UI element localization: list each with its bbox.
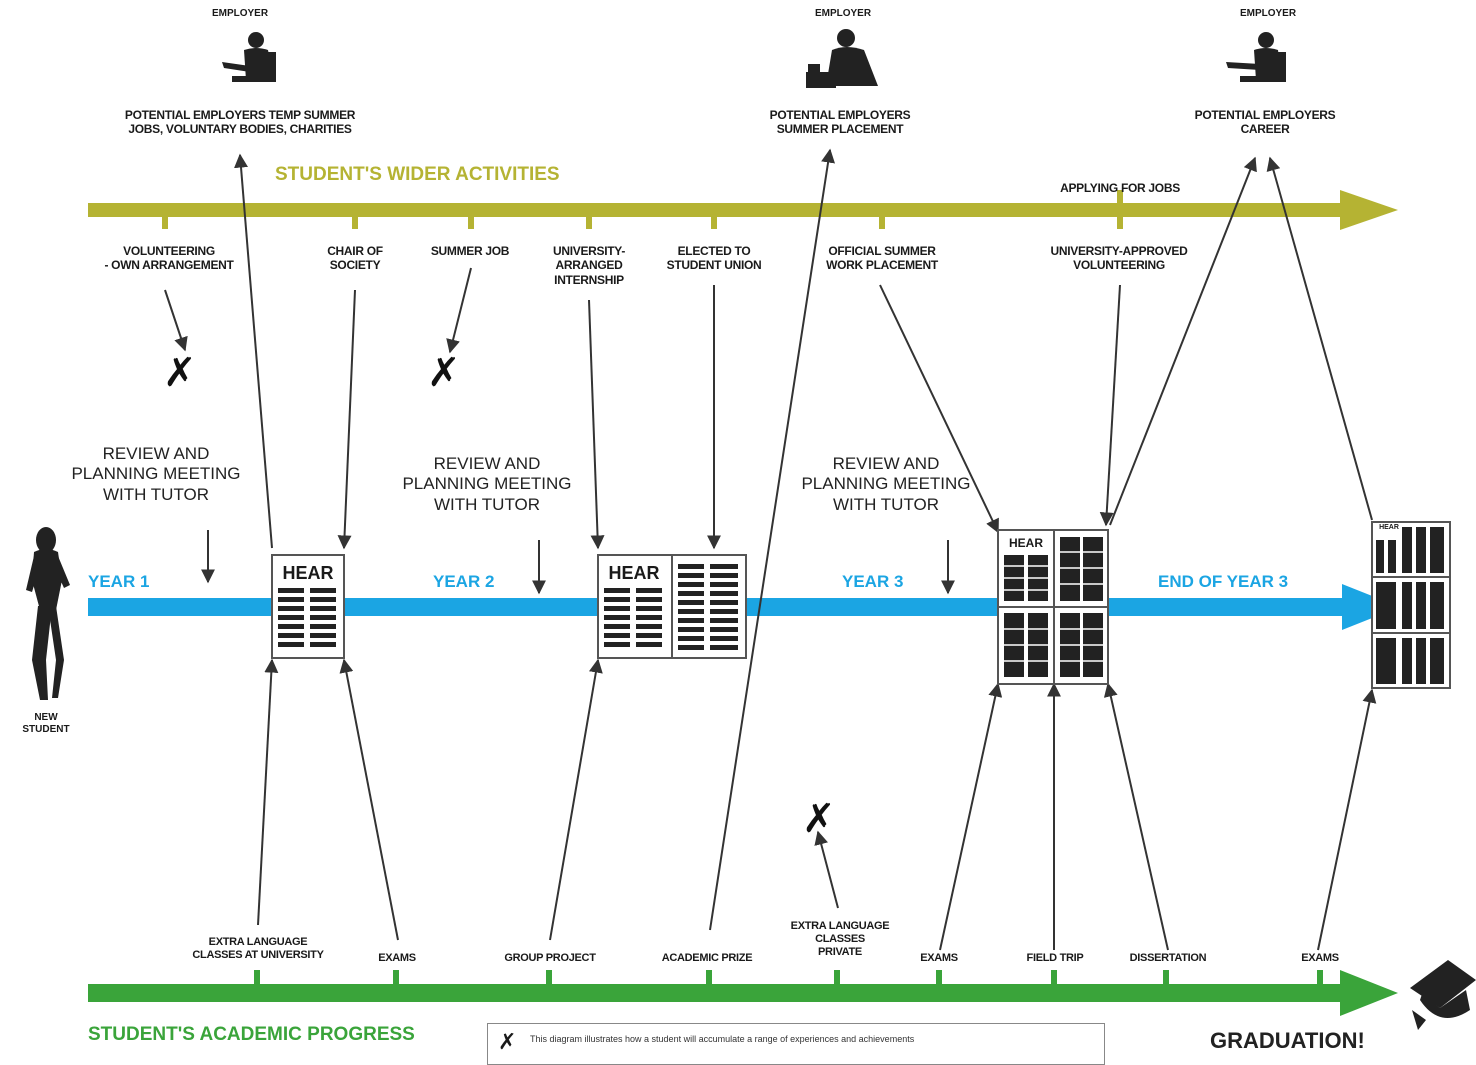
wider-item-student-union: ELECTED TO STUDENT UNION: [666, 244, 762, 273]
employer-label-2: EMPLOYER: [814, 8, 872, 19]
academic-item-exams-1: EXAMS: [378, 952, 416, 964]
hear-label-3: HEAR: [1008, 536, 1043, 550]
wider-item-chair-of-society: CHAIR OF SOCIETY: [327, 244, 383, 273]
applying-for-jobs-label: APPLYING FOR JOBS: [1060, 181, 1180, 195]
wider-item-volunteering: VOLUNTEERING - own arrangement: [104, 244, 234, 273]
graduation-cap-icon: [1410, 960, 1476, 1030]
hear-label-2: HEAR: [608, 563, 660, 583]
employer-label-3: EMPLOYER: [1239, 8, 1297, 19]
graduation-label: GRADUATION!: [1210, 1028, 1365, 1053]
academic-item-language-private: EXTRA LANGUAGE CLASSES PRIVATE: [790, 920, 890, 959]
wider-activities-track: [88, 190, 1398, 230]
employer-caption-1: POTENTIAL EMPLOYERS TEMP SUMMER JOBS, VO…: [124, 108, 356, 137]
academic-item-exams-2: EXAMS: [920, 952, 958, 964]
new-student-label: NEW STUDENT: [22, 712, 70, 735]
employer-label-1: EMPLOYER: [211, 8, 269, 19]
cross-mark-summer-job: ✗: [427, 350, 461, 396]
academic-item-language-university: EXTRA LANGUAGE CLASSES AT UNIVERSITY: [192, 936, 324, 962]
hear-record-final: [1371, 521, 1451, 689]
employer-caption-2: POTENTIAL EMPLOYERS SUMMER PLACEMENT: [769, 108, 911, 137]
wider-item-approved-volunteering: UNIVERSITY-APPROVED VOLUNTEERING: [1050, 244, 1188, 273]
end-of-year-3-label: END OF YEAR 3: [1158, 572, 1289, 591]
wider-item-internship: UNIVERSITY- ARRANGED INTERNSHIP: [552, 244, 626, 287]
employer-caption-3: POTENTIAL EMPLOYERS CAREER: [1194, 108, 1336, 137]
academic-item-group-project: GROUP PROJECT: [504, 952, 596, 964]
cross-mark-volunteering: ✗: [163, 350, 197, 396]
academic-progress-title: STUDENT'S ACADEMIC PROGRESS: [88, 1024, 415, 1045]
hear-label-1: HEAR: [282, 563, 334, 583]
year-2-label: YEAR 2: [433, 572, 495, 591]
legend-box: ✗ This diagram illustrates how a student…: [487, 1023, 1105, 1065]
academic-item-academic-prize: ACADEMIC PRIZE: [661, 952, 753, 964]
academic-progress-track: [88, 970, 1398, 1016]
review-meeting-3: REVIEW AND PLANNING MEETING WITH TUTOR: [801, 454, 971, 514]
hear-record-2: [597, 554, 747, 659]
cross-mark-language-private: ✗: [802, 796, 836, 842]
year-1-label: YEAR 1: [88, 572, 150, 591]
review-meeting-1: REVIEW AND PLANNING MEETING WITH TUTOR: [71, 444, 241, 504]
academic-item-field-trip: FIELD TRIP: [1026, 952, 1084, 964]
wider-item-summer-job: SUMMER JOB: [430, 244, 510, 258]
year-3-label: YEAR 3: [842, 572, 904, 591]
wider-item-summer-placement: OFFICIAL SUMMER WORK PLACEMENT: [826, 244, 938, 273]
employer-figure: [222, 29, 1286, 88]
academic-item-exams-3: EXAMS: [1301, 952, 1339, 964]
legend-text: This diagram illustrates how a student w…: [530, 1034, 915, 1044]
connector-arrows: [164, 148, 1377, 951]
hear-label-final: HEAR: [1379, 524, 1399, 531]
wider-activities-title: STUDENT'S WIDER ACTIVITIES: [275, 164, 560, 185]
hear-record-1: [271, 554, 345, 659]
hear-record-3: [997, 529, 1109, 685]
student-figure: [26, 527, 70, 700]
academic-item-dissertation: DISSERTATION: [1129, 952, 1207, 964]
review-meeting-2: REVIEW AND PLANNING MEETING WITH TUTOR: [402, 454, 572, 514]
legend-cross-mark: ✗: [498, 1030, 517, 1055]
